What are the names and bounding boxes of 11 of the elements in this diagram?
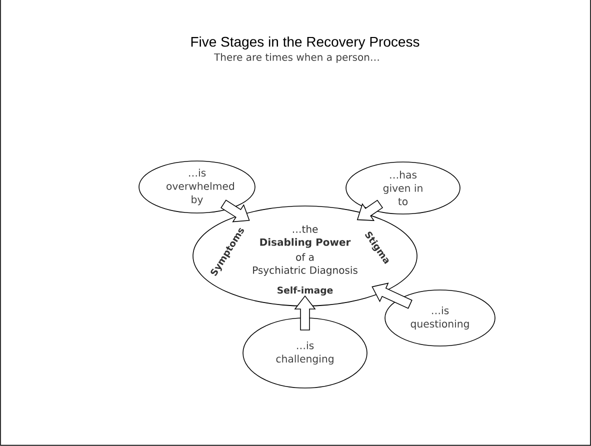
center-text: …the [292,225,318,233]
stage-ellipse [192,206,418,306]
title: Five Stages in the Recovery Process [191,36,420,50]
center-text: of a [296,253,314,261]
block-arrow [294,295,316,330]
center-text: Psychiatric Diagnosis [253,266,358,276]
center-text: Disabling Power [260,238,351,248]
subtitle: There are times when a person… [214,53,379,63]
block-arrow [372,282,412,309]
outlined-word: Self-image [278,286,333,296]
block-arrow [220,200,250,222]
